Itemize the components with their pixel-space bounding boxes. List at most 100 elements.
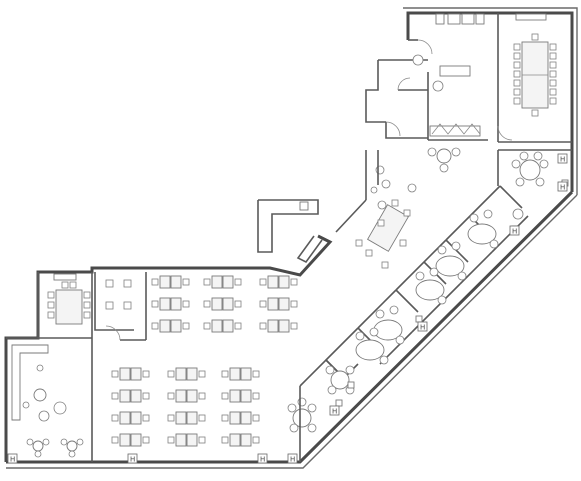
- chair: [513, 88, 521, 96]
- round-meeting-room: [497, 149, 572, 187]
- desk: [175, 433, 187, 447]
- chair: [151, 300, 159, 308]
- desk: [240, 433, 252, 447]
- round-table-cluster: [427, 147, 461, 173]
- h-marker: H: [509, 225, 520, 236]
- h-marker-label: H: [332, 408, 337, 416]
- chair: [549, 88, 557, 96]
- h-marker: H: [557, 153, 568, 164]
- desk: [119, 389, 131, 403]
- desk: [159, 297, 171, 311]
- chair: [252, 370, 260, 378]
- h-marker: H: [417, 321, 428, 332]
- chair: [531, 33, 539, 41]
- chair: [111, 436, 119, 444]
- chair: [111, 414, 119, 422]
- h-marker: H: [7, 453, 18, 464]
- h-marker-label: H: [512, 228, 517, 236]
- chair: [513, 79, 521, 87]
- perimeter-offices: [299, 185, 529, 387]
- top-center-rooms: [365, 39, 488, 141]
- h-marker-label: H: [10, 456, 15, 464]
- desk: [278, 319, 290, 333]
- desk: [130, 411, 142, 425]
- desk: [278, 275, 290, 289]
- desk: [186, 367, 198, 381]
- desk: [278, 297, 290, 311]
- chair: [513, 97, 521, 105]
- chair: [221, 370, 229, 378]
- center-chairs: [335, 150, 391, 233]
- chair: [549, 97, 557, 105]
- chair: [290, 300, 298, 308]
- chair: [203, 322, 211, 330]
- chair: [234, 300, 242, 308]
- chair: [203, 300, 211, 308]
- center-conference-table: [355, 183, 417, 269]
- chair: [142, 414, 150, 422]
- facade-fixtures: [299, 179, 569, 462]
- reception-desk: [257, 199, 323, 264]
- chair: [549, 43, 557, 51]
- chair: [167, 370, 175, 378]
- left-wing-rooms: [6, 272, 147, 462]
- h-marker: H: [127, 453, 138, 464]
- lounge-furniture: [11, 344, 84, 458]
- boardroom-chairs: [513, 33, 557, 117]
- desk: [119, 411, 131, 425]
- chair: [549, 52, 557, 60]
- chair: [151, 322, 159, 330]
- desk: [175, 411, 187, 425]
- chair: [198, 436, 206, 444]
- chair: [259, 322, 267, 330]
- chair: [234, 278, 242, 286]
- desk: [119, 433, 131, 447]
- chair: [182, 322, 190, 330]
- h-marker: H: [557, 181, 568, 192]
- desk: [186, 389, 198, 403]
- chair: [290, 278, 298, 286]
- h-marker: H: [287, 453, 298, 464]
- desk: [211, 275, 223, 289]
- desk: [186, 433, 198, 447]
- chair: [167, 392, 175, 400]
- chair: [182, 278, 190, 286]
- desk: [267, 275, 279, 289]
- desk: [186, 411, 198, 425]
- desk: [229, 389, 241, 403]
- chair: [151, 278, 159, 286]
- desk: [267, 319, 279, 333]
- chair: [221, 436, 229, 444]
- chair: [259, 278, 267, 286]
- desk: [175, 389, 187, 403]
- desk: [229, 411, 241, 425]
- desk: [170, 275, 182, 289]
- desk: [130, 389, 142, 403]
- desk: [240, 367, 252, 381]
- desk: [222, 275, 234, 289]
- desk: [130, 433, 142, 447]
- desk: [222, 297, 234, 311]
- chair: [549, 79, 557, 87]
- workstations-lower: [111, 367, 260, 447]
- desk: [240, 411, 252, 425]
- boardroom: [497, 13, 572, 143]
- desk: [170, 319, 182, 333]
- desk: [229, 367, 241, 381]
- utility-room-chairs: [105, 279, 132, 310]
- chair: [198, 370, 206, 378]
- h-marker-label: H: [420, 324, 425, 332]
- chair: [259, 300, 267, 308]
- h-marker: H: [329, 405, 340, 416]
- desk: [175, 367, 187, 381]
- desk: [211, 297, 223, 311]
- desk: [170, 297, 182, 311]
- chair: [142, 436, 150, 444]
- office-tables: [287, 208, 524, 433]
- desk: [211, 319, 223, 333]
- chair: [513, 70, 521, 78]
- desk: [159, 319, 171, 333]
- desk: [240, 389, 252, 403]
- h-marker-label: H: [290, 456, 295, 464]
